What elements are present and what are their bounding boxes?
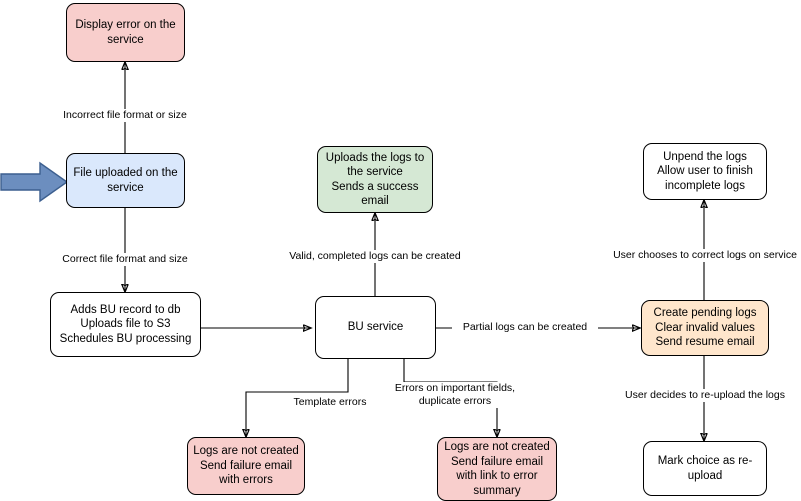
edge-label-incorrect-format: Incorrect file format or size [45,109,205,122]
edge-label-user-corrects: User chooses to correct logs on service [604,249,801,262]
edge-label-field-errors: Errors on important fields, duplicate er… [389,382,521,408]
node-logs-not-created-fields[interactable]: Logs are not created Send failure email … [437,437,557,501]
node-unpend-logs[interactable]: Unpend the logs Allow user to finish inc… [643,143,767,200]
node-uploads-logs[interactable]: Uploads the logs to the service Sends a … [317,146,433,213]
edge-label-correct-format: Correct file format and size [45,253,205,266]
node-mark-choice-reupload[interactable]: Mark choice as re- upload [643,441,767,496]
node-logs-not-created-template[interactable]: Logs are not created Send failure email … [187,437,305,495]
edge-label-user-reuploads: User decides to re-upload the logs [615,389,795,402]
node-file-uploaded[interactable]: File uploaded on the service [66,153,185,208]
edge-label-valid-logs: Valid, completed logs can be created [269,250,481,263]
edge-label-template-errors: Template errors [285,396,375,409]
node-display-error[interactable]: Display error on the service [66,3,185,62]
node-adds-bu-record[interactable]: Adds BU record to db Uploads file to S3 … [50,292,201,357]
entry-arrow-icon [0,161,69,203]
node-bu-service[interactable]: BU service [315,296,436,359]
edge-label-partial-logs: Partial logs can be created [452,321,598,334]
node-create-pending-logs[interactable]: Create pending logs Clear invalid values… [641,300,769,356]
